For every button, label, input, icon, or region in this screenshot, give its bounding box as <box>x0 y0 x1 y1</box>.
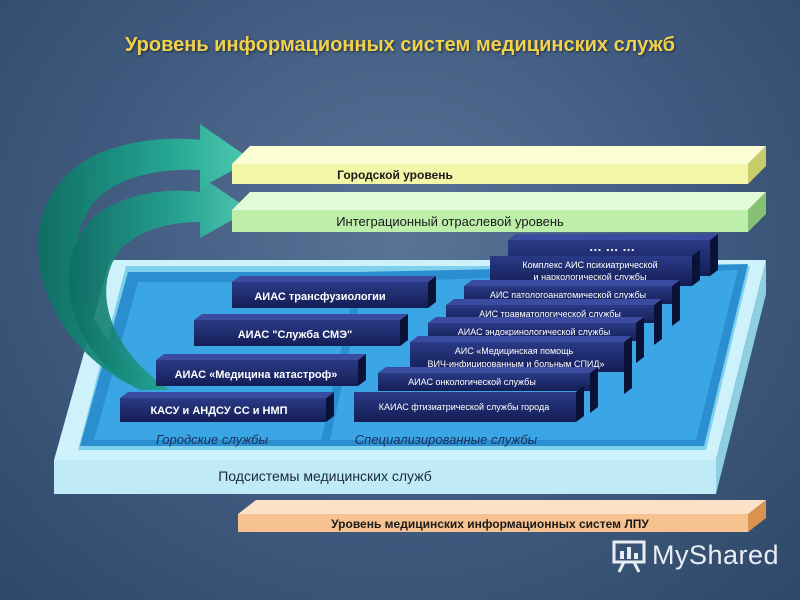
presentation-board-icon <box>612 540 646 573</box>
psych-label-line1: Комплекс АИС психиатрической <box>522 260 657 270</box>
tb-label: КАИАС фтизиатрической службы города <box>379 402 550 412</box>
city-system-label: АИАС «Медицина катастроф» <box>175 369 338 381</box>
lpu-level-label: Уровень медицинских информационных систе… <box>331 517 649 531</box>
city-system-label: АИАС трансфузиологии <box>254 291 385 303</box>
hiv-label-line1: АИС «Медицинская помощь <box>455 346 574 356</box>
watermark-text: MyShared <box>652 540 780 570</box>
watermark: MyShared <box>608 536 788 576</box>
page-title: Уровень информационных систем медицински… <box>124 34 676 56</box>
ellipsis-label: … … … <box>589 239 635 254</box>
integration-level-label: Интеграционный отраслевой уровень <box>336 214 564 229</box>
integration-level-bar: Интеграционный отраслевой уровень <box>232 192 766 232</box>
city-system-block-2: АИАС "Служба СМЭ" <box>194 314 408 346</box>
city-level-bar: Городской уровень <box>232 146 766 184</box>
specialized-services-label: Специализированные службы <box>355 432 538 447</box>
lpu-level-bar: Уровень медицинских информационных систе… <box>238 500 766 532</box>
city-services-label: Городские службы <box>156 432 269 447</box>
trauma-label: АИС травматологической службы <box>479 309 621 319</box>
city-system-label: КАСУ и АНДСУ СС и НМП <box>150 405 287 417</box>
spec-block-tb: КАИАС фтизиатрической службы города <box>354 386 584 422</box>
city-system-block-1: АИАС трансфузиологии <box>232 276 436 308</box>
patho-label: АИС патологоанатомической службы <box>490 290 646 300</box>
hiv-label-line2: ВИЧ-инфицированным и больным СПИД» <box>428 359 605 369</box>
city-level-label: Городской уровень <box>337 168 453 182</box>
city-system-block-4: КАСУ и АНДСУ СС и НМП <box>120 392 334 422</box>
city-system-label: АИАС "Служба СМЭ" <box>238 329 353 341</box>
psych-label-line2: и наркологической службы <box>534 272 647 282</box>
subsystems-label: Подсистемы медицинских служб <box>218 468 432 484</box>
endo-label: АИАС эндокринологической службы <box>458 327 610 337</box>
onco-label: АИАС онкологической службы <box>408 377 536 387</box>
city-system-block-3: АИАС «Медицина катастроф» <box>156 354 366 386</box>
spec-block-onco: АИАС онкологической службы <box>378 367 598 413</box>
feedback-arrows <box>37 124 252 390</box>
